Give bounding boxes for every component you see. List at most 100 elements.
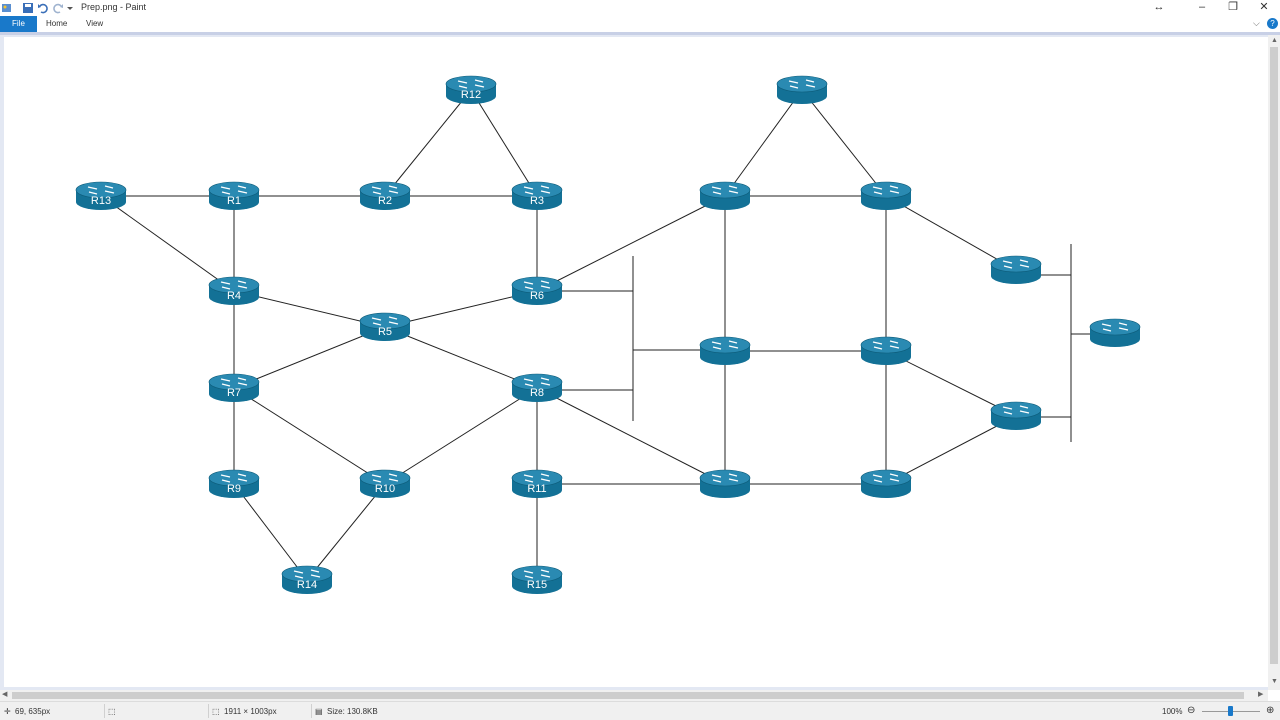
- router-u7[interactable]: [990, 401, 1042, 430]
- router-r1[interactable]: R1: [208, 181, 260, 210]
- router-top: [511, 469, 563, 487]
- scroll-up-icon[interactable]: ▲: [1271, 37, 1278, 44]
- router-arrows-icon: [711, 340, 739, 350]
- router-r11[interactable]: R11: [511, 469, 563, 498]
- router-top: [75, 181, 127, 199]
- link-u7-u9: [885, 415, 1017, 485]
- scroll-right-icon[interactable]: ▶: [1258, 691, 1264, 698]
- router-arrows-icon: [523, 473, 551, 483]
- paint-app-icon: [1, 2, 13, 14]
- scroll-left-icon[interactable]: ◀: [2, 691, 8, 698]
- router-arrows-icon: [1101, 322, 1129, 332]
- status-divider: [104, 704, 105, 718]
- router-top: [699, 181, 751, 199]
- router-arrows-icon: [293, 569, 321, 579]
- home-tab[interactable]: Home: [46, 19, 68, 28]
- router-arrows-icon: [371, 316, 399, 326]
- scroll-down-icon[interactable]: ▼: [1271, 678, 1278, 685]
- router-top: [511, 565, 563, 583]
- router-label: R8: [530, 387, 544, 399]
- router-top: [860, 336, 912, 354]
- router-arrows-icon: [872, 185, 900, 195]
- router-arrows-icon: [1002, 259, 1030, 269]
- undo-icon[interactable]: [37, 2, 49, 14]
- router-u8[interactable]: [699, 469, 751, 498]
- router-arrows-icon: [220, 473, 248, 483]
- router-top: [1089, 318, 1141, 336]
- save-icon[interactable]: [22, 2, 34, 14]
- redo-icon[interactable]: [52, 2, 64, 14]
- file-size-icon: ▤: [315, 707, 323, 716]
- router-u1[interactable]: [776, 75, 828, 104]
- router-top: [208, 181, 260, 199]
- router-label: R2: [378, 195, 392, 207]
- router-r13[interactable]: R13: [75, 181, 127, 210]
- zoom-slider-thumb[interactable]: [1228, 706, 1233, 716]
- router-arrows-icon: [523, 377, 551, 387]
- router-arrows-icon: [711, 185, 739, 195]
- router-r2[interactable]: R2: [359, 181, 411, 210]
- link-r10-r14: [306, 483, 386, 581]
- router-label: R1: [227, 195, 241, 207]
- router-top: [208, 276, 260, 294]
- close-button[interactable]: ✕: [1259, 1, 1269, 13]
- router-r14[interactable]: R14: [281, 565, 333, 594]
- resize-arrows-icon: ↔: [1153, 1, 1165, 13]
- router-r10[interactable]: R10: [359, 469, 411, 498]
- router-r7[interactable]: R7: [208, 373, 260, 402]
- router-u2[interactable]: [699, 181, 751, 210]
- router-u4[interactable]: [990, 255, 1042, 284]
- vertical-scrollbar[interactable]: ▲ ▼: [1268, 35, 1280, 690]
- router-label: R6: [530, 290, 544, 302]
- file-tab[interactable]: File: [0, 16, 37, 32]
- router-r8[interactable]: R8: [511, 373, 563, 402]
- router-arrows-icon: [220, 377, 248, 387]
- expand-ribbon-icon[interactable]: ⌵: [1253, 18, 1260, 28]
- router-u6[interactable]: [860, 336, 912, 365]
- view-tab[interactable]: View: [86, 19, 104, 28]
- router-arrows-icon: [872, 340, 900, 350]
- router-r12[interactable]: R12: [445, 75, 497, 104]
- router-top: [511, 181, 563, 199]
- router-u10[interactable]: [1089, 318, 1141, 347]
- vertical-scroll-thumb[interactable]: [1270, 47, 1278, 664]
- router-label: R11: [527, 483, 546, 495]
- cursor-position: 69, 635px: [15, 707, 51, 716]
- restore-button[interactable]: ❐: [1228, 1, 1238, 13]
- link-u1-u2: [724, 89, 803, 197]
- horizontal-scroll-thumb[interactable]: [12, 692, 1244, 699]
- router-top: [699, 469, 751, 487]
- status-bar: ✛ 69, 635px ⬚ ⬚ 1911 × 1003px ▤ Size: 13…: [0, 701, 1280, 720]
- router-top: [281, 565, 333, 583]
- router-u3[interactable]: [860, 181, 912, 210]
- router-r15[interactable]: R15: [511, 565, 563, 594]
- router-top: [208, 373, 260, 391]
- horizontal-scrollbar[interactable]: ◀ ▶: [0, 690, 1268, 701]
- minimize-button[interactable]: –: [1198, 1, 1206, 13]
- link-r12-r2: [384, 89, 472, 197]
- router-u5[interactable]: [699, 336, 751, 365]
- router-u9[interactable]: [860, 469, 912, 498]
- help-icon[interactable]: ?: [1267, 18, 1278, 29]
- router-r9[interactable]: R9: [208, 469, 260, 498]
- router-r6[interactable]: R6: [511, 276, 563, 305]
- link-r5-r7: [233, 326, 386, 389]
- link-r6-u2: [536, 195, 726, 292]
- link-r7-r10: [233, 387, 386, 485]
- router-arrows-icon: [872, 473, 900, 483]
- router-r4[interactable]: R4: [208, 276, 260, 305]
- selection-size-icon: ⬚: [108, 707, 116, 716]
- router-label: R3: [530, 195, 544, 207]
- router-arrows-icon: [523, 280, 551, 290]
- router-r3[interactable]: R3: [511, 181, 563, 210]
- zoom-in-button[interactable]: ⊕: [1266, 705, 1275, 716]
- zoom-out-button[interactable]: ⊖: [1187, 705, 1196, 716]
- router-arrows-icon: [788, 79, 816, 89]
- link-r12-r3: [470, 89, 538, 197]
- router-r5[interactable]: R5: [359, 312, 411, 341]
- title-bar: Prep.png - Paint ↔ – ❐ ✕: [0, 0, 1280, 16]
- router-top: [511, 276, 563, 294]
- link-u1-u3: [801, 89, 887, 197]
- customize-quick-access-icon[interactable]: [66, 2, 74, 14]
